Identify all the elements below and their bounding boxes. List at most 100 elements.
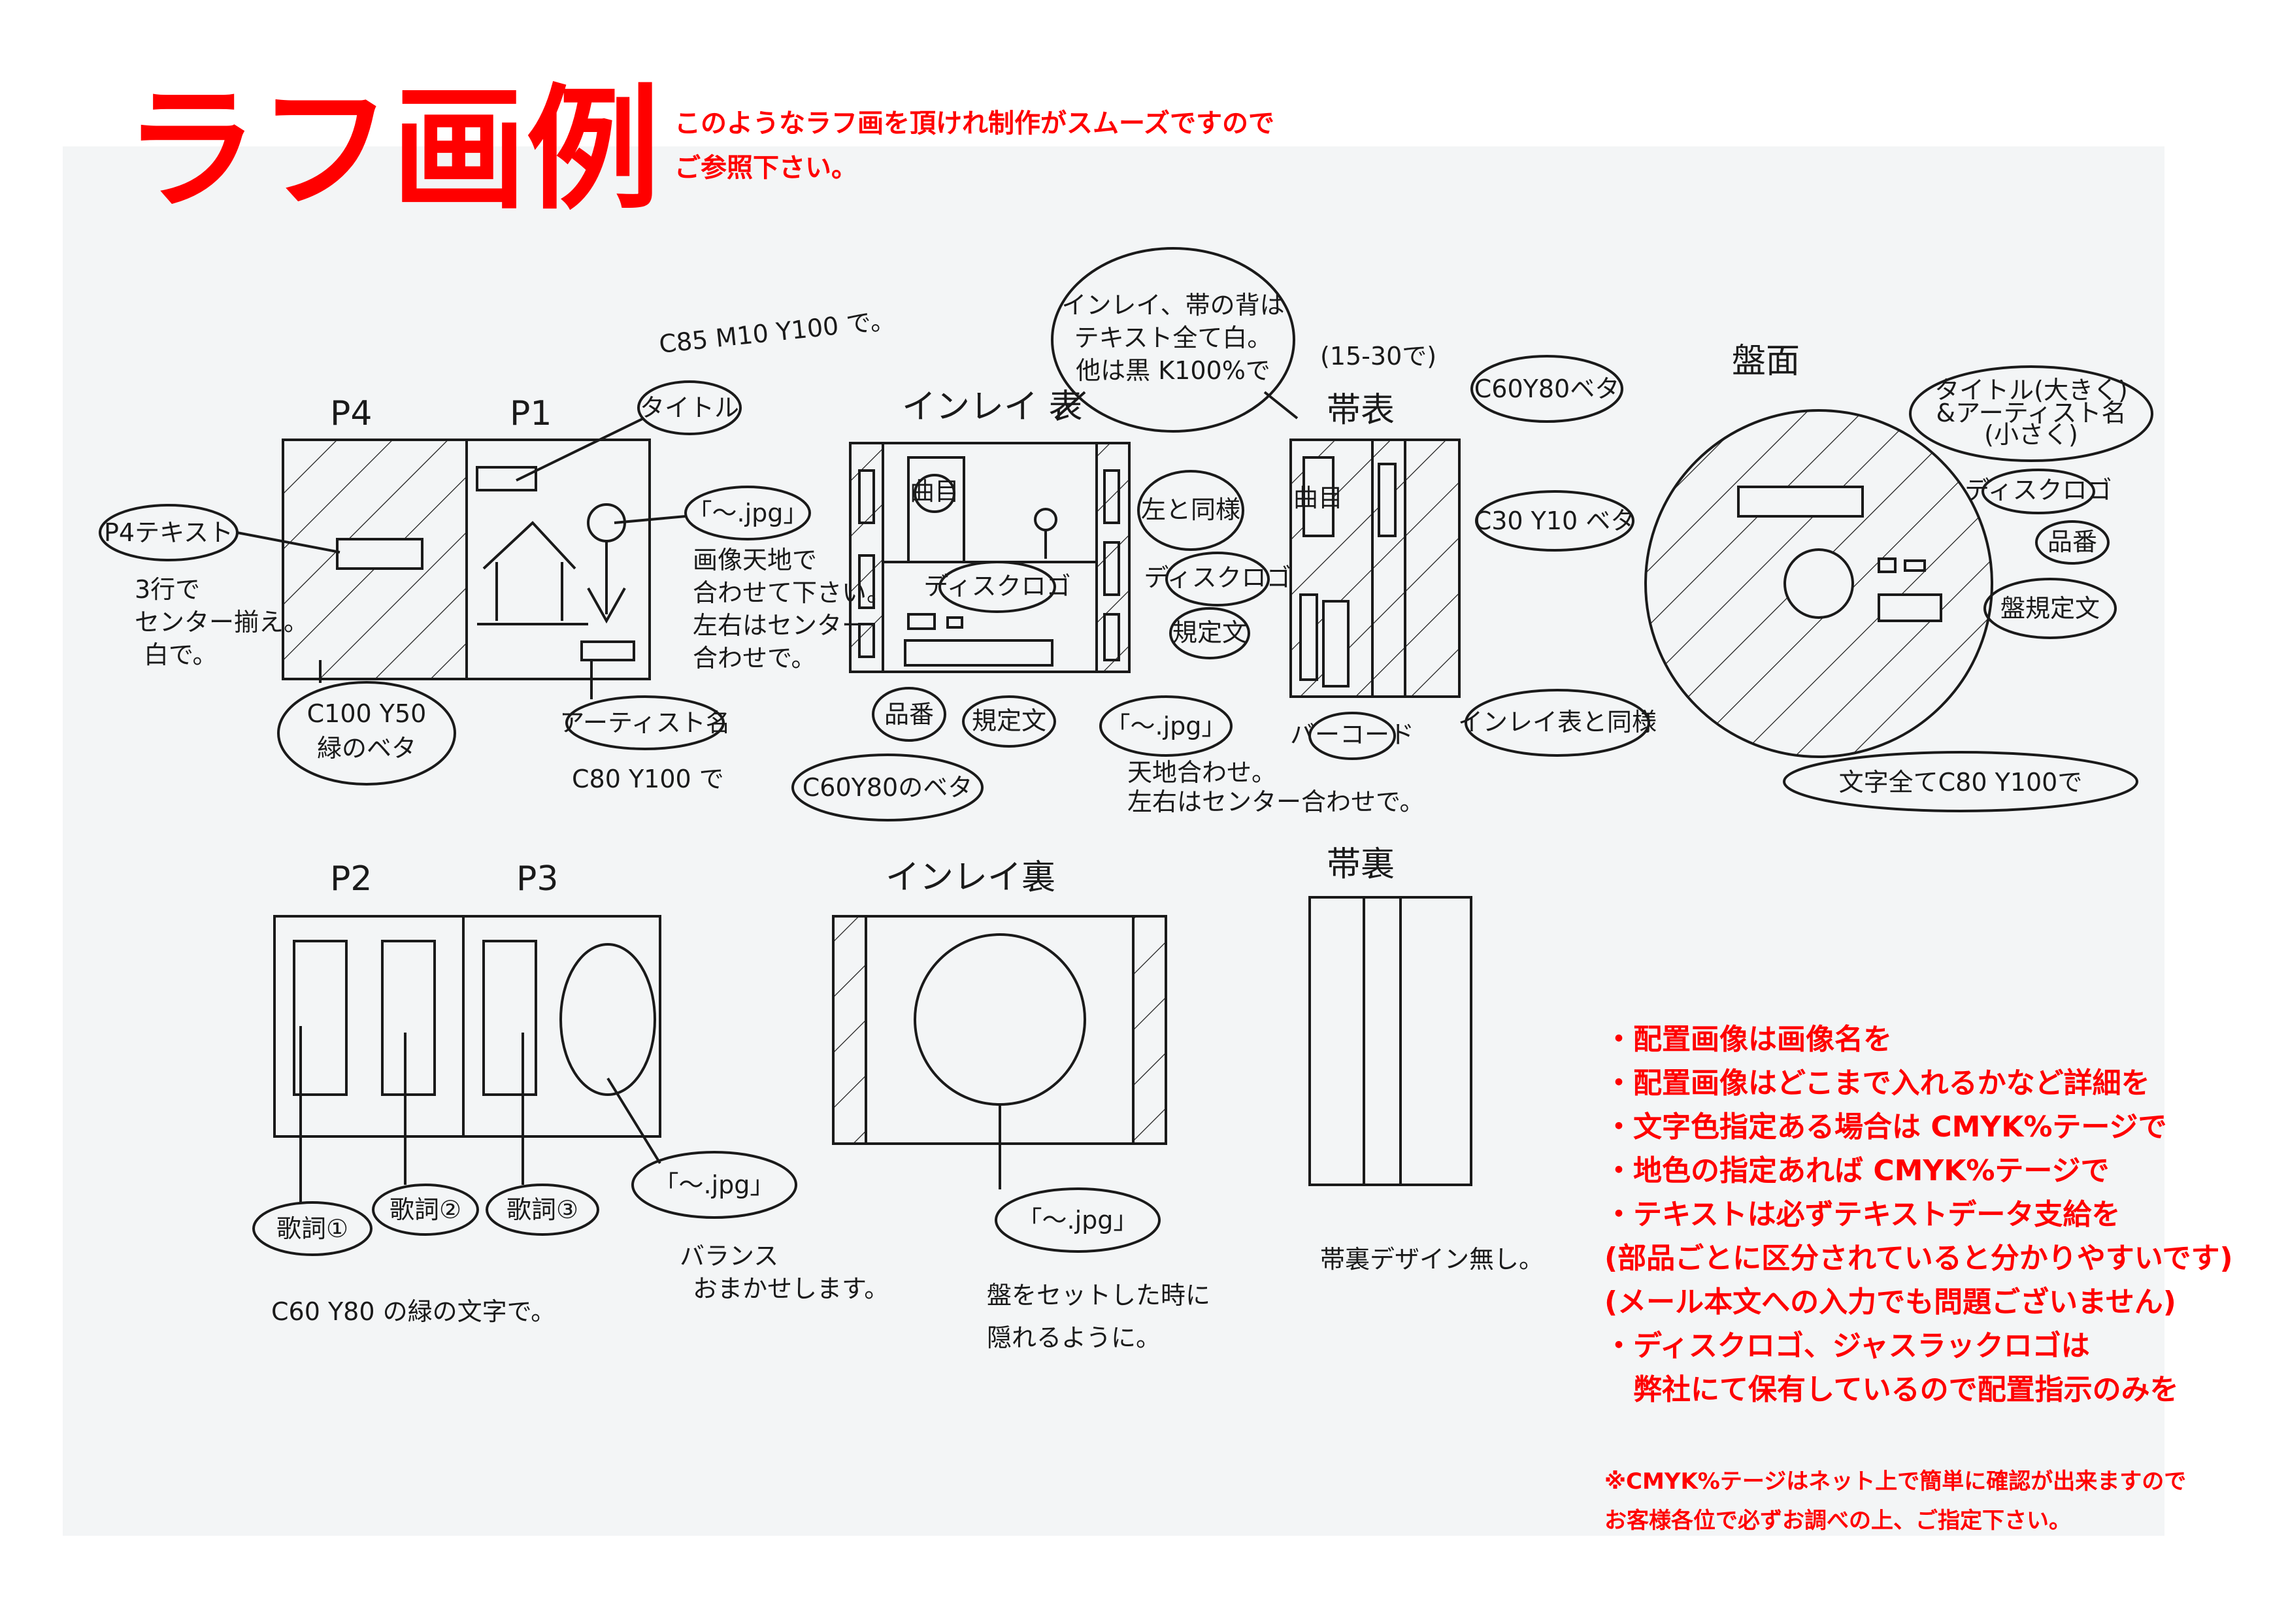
disc-logo-text: ディスクロゴ <box>923 572 1070 601</box>
same-as-left-text: 左と同様 <box>1141 495 1240 524</box>
spine-text-box <box>858 554 875 609</box>
note-item: ・地色の指定あれば CMYK%テージで <box>1604 1154 2110 1187</box>
disc-regulation-box <box>1878 593 1942 622</box>
jpg-bubble <box>1099 695 1233 757</box>
spine-lines <box>865 916 1135 1144</box>
note-item: ・配置画像は画像名を <box>1604 1023 1892 1056</box>
obi-back-lines <box>1363 897 1402 1185</box>
spine-left-hatch <box>833 916 866 1144</box>
disc-sketch: 盤面 タイトル(大きく) &アーティスト名 (小さく) ディスクロゴ 品番 盤規… <box>1644 342 2153 812</box>
disc-outline <box>1644 409 1993 758</box>
obi-regulation-box <box>1299 593 1318 681</box>
note-item: ・テキストは必ずテキストデータ支給を <box>1604 1198 2120 1231</box>
spine-right-hatch <box>1133 916 1166 1144</box>
spine-text-box <box>858 623 875 658</box>
inlay-back-sketch: インレイ裏 「〜.jpg」 盤をセットした時に 隠れるように。 <box>832 858 1210 1352</box>
inlay-front-box <box>849 442 1131 673</box>
note-item: 弊社にて保有しているので配置指示のみを <box>1604 1373 2179 1406</box>
jpg-bubble <box>631 1151 797 1219</box>
disc-regulation-text: 盤規定文 <box>2000 594 2100 623</box>
spine-text-box <box>1103 541 1120 596</box>
disc-title-line-3: (小さく) <box>1984 420 2078 449</box>
disc-product-bubble <box>2035 520 2110 565</box>
bg-color-bubble <box>277 681 456 786</box>
image-oval <box>559 943 656 1096</box>
disc-title-line-1: タイトル(大きく) <box>1934 376 2128 405</box>
obi-front-box <box>1289 439 1461 698</box>
person-body <box>587 541 626 624</box>
same-as-inlay-bubble <box>1465 689 1650 757</box>
lyrics-bubble-1 <box>252 1201 373 1256</box>
page-label-p4: P4 <box>330 394 372 433</box>
obi-back-box <box>1308 896 1472 1186</box>
spine-text-box <box>858 469 875 524</box>
disc-title-bubble <box>1909 365 2153 462</box>
regulation-bubble <box>962 695 1056 748</box>
jpg-note-2: 左右はセンター合わせで。 <box>1127 787 1424 816</box>
jpg-bubble-text: 「〜.jpg」 <box>688 499 808 527</box>
obi-disc-logo-text: ディスクロゴ <box>1144 563 1291 592</box>
disc-title-line-2: &アーティスト名 <box>1936 399 2126 427</box>
obi-back-sketch: 帯裏 帯裏デザイン無し。 <box>1308 845 1544 1274</box>
obi-regulation-text: 規定文 <box>1172 618 1247 647</box>
leader-line <box>614 515 686 524</box>
p4-text-bubble-text: P4テキスト <box>104 518 233 547</box>
disc-regulation-bubble <box>1983 578 2117 639</box>
product-no-bubble <box>872 687 946 742</box>
jpg-bubble-text: 「〜.jpg」 <box>1106 712 1227 740</box>
bg-bubble-line-1: C100 Y50 <box>307 699 427 728</box>
obi-spine-lines <box>1371 440 1406 697</box>
inlay-back-note-1: 盤をセットした時に <box>987 1281 1210 1310</box>
lyrics-box-1 <box>293 940 348 1096</box>
obi-front-sketch: (15-30で) 帯表 曲目 C60Y80ベタ C30 Y10 ベタ ディスクロ… <box>1144 342 1657 760</box>
obi-disc-logo-bubble <box>1165 552 1270 606</box>
bg-color-text: C60Y80のベタ <box>803 773 972 802</box>
lyrics-label-3: 歌詞③ <box>506 1195 578 1224</box>
disc-label: 盤面 <box>1732 342 1800 381</box>
balance-note-1: バランス <box>680 1242 778 1270</box>
spine-note-2: テキスト全て白。 <box>1074 323 1272 352</box>
same-as-inlay-text: インレイ表と同様 <box>1458 708 1657 737</box>
obi-tracklist-box <box>1302 456 1335 537</box>
spine-arrows <box>1054 391 1299 420</box>
page-title: ラフ画例 <box>124 73 660 228</box>
text-color-note: C60 Y80 の緑の文字で。 <box>271 1297 555 1326</box>
obi-color-text-2: C30 Y10 ベタ <box>1474 506 1636 535</box>
leader-lines <box>299 1026 661 1202</box>
obi-tracklist-text: 曲目 <box>1293 484 1343 512</box>
disc-product-box <box>1904 559 1926 572</box>
p4-note-3: 白で。 <box>144 640 217 669</box>
instruction-notes: ・配置画像は画像名を ・配置画像はどこまで入れるかなど詳細を ・文字色指定ある場… <box>1604 1023 2233 1534</box>
lyrics-label-2: 歌詞② <box>390 1195 461 1224</box>
obi-width-note: (15-30で) <box>1320 342 1436 371</box>
balance-note-2: おまかせします。 <box>693 1274 889 1303</box>
tracklist-oval <box>914 474 955 513</box>
house-drawing <box>477 521 588 625</box>
footnote-line-2: お客様各位で必ずお調べの上、ご指定下さい。 <box>1604 1508 2071 1534</box>
artist-bubble <box>565 695 725 750</box>
lyrics-bubble-2 <box>372 1184 479 1236</box>
lyrics-box-3 <box>482 940 537 1096</box>
artist-bubble-text: アーティスト名 <box>559 708 730 737</box>
page-label-p2: P2 <box>330 859 372 899</box>
obi-color-bubble-1 <box>1470 355 1623 423</box>
artist-box <box>580 640 635 661</box>
note-item: ・文字色指定ある場合は CMYK%テージで <box>1604 1110 2167 1144</box>
lyrics-bubble-3 <box>486 1184 599 1236</box>
disc-logo-box <box>1878 557 1897 573</box>
disc-text-color-text: 文字全てC80 Y100で <box>1839 768 2083 797</box>
subtitle-line-1: このようなラフ画を頂けれ制作がスムーズですので <box>674 108 1274 139</box>
footnote-line-1: ※CMYK%テージはネット上で簡単に確認が出来ますので <box>1604 1468 2186 1495</box>
same-as-left-bubble <box>1137 470 1244 551</box>
jpg-bubble <box>995 1187 1161 1253</box>
page-label-p1: P1 <box>510 394 552 433</box>
obi-back-label: 帯裏 <box>1327 845 1395 884</box>
lyrics-label-1: 歌詞① <box>276 1214 348 1243</box>
spine-left-hatch <box>850 443 883 672</box>
p4-note-2: センター揃え。 <box>135 608 308 637</box>
obi-color-text-1: C60Y80ベタ <box>1474 374 1619 403</box>
artist-color-note: C80 Y100 で <box>572 765 724 793</box>
barcode-box <box>1322 600 1350 688</box>
disc-text-color-bubble <box>1783 751 2138 812</box>
jpg-bubble-text: 「〜.jpg」 <box>654 1170 775 1199</box>
